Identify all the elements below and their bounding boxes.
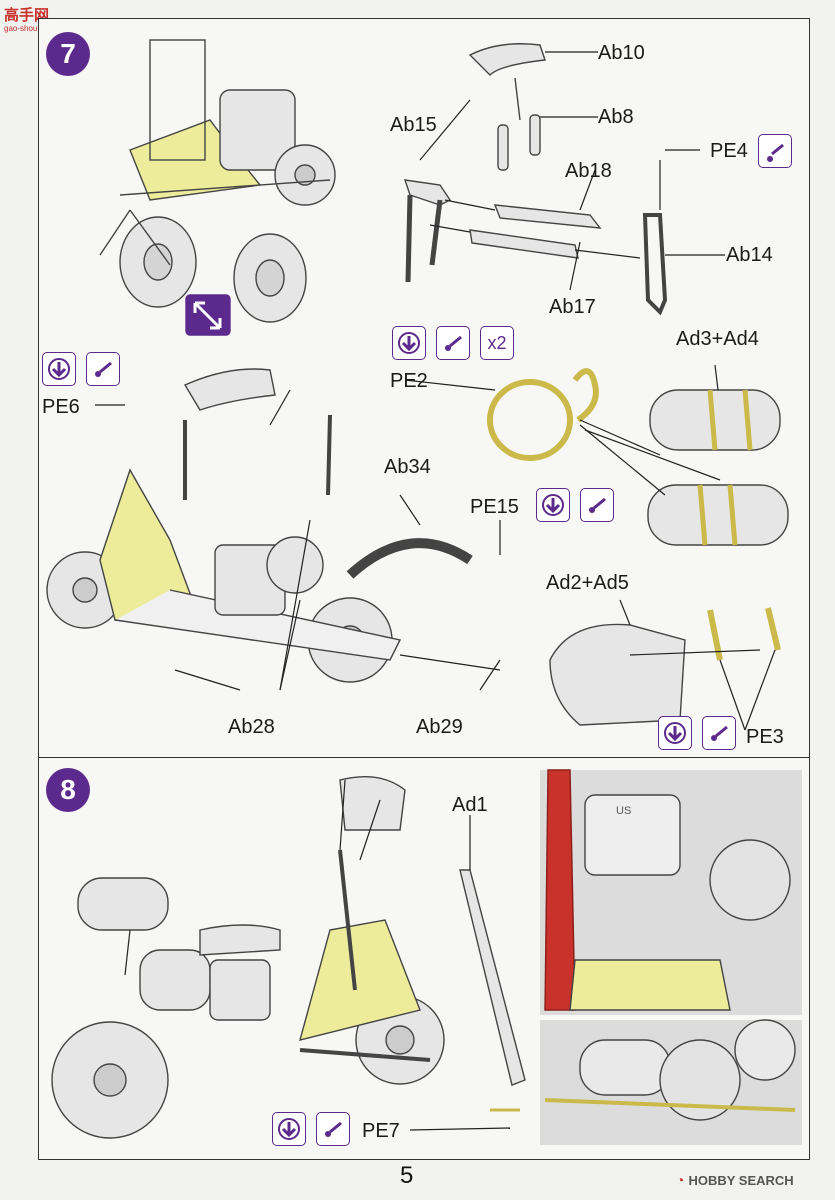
part-label-ab28: Ab28 [228, 716, 275, 738]
part-label-pe4: PE4 [710, 140, 748, 162]
part-label-ad3-ad4: Ad3+Ad4 [676, 328, 759, 350]
part-label-ab8: Ab8 [598, 106, 634, 128]
fold-down-icon [42, 352, 76, 386]
quantity-badge: x2 [480, 326, 514, 360]
straps-rolls-illustration [487, 368, 789, 546]
bag-illustration [549, 607, 781, 726]
part-label-ab29: Ab29 [416, 716, 463, 738]
bend-icon [702, 716, 736, 750]
hobby-search-text: HOBBY SEARCH [688, 1172, 794, 1188]
part-label-ad2-ad5: Ad2+Ad5 [546, 572, 629, 594]
part-label-ab15: Ab15 [390, 114, 437, 136]
part-label-ad1: Ad1 [452, 794, 488, 816]
fold-down-icon [272, 1112, 306, 1146]
part-label-pe15: PE15 [470, 496, 519, 518]
seat-subframe-parts-illustration [403, 43, 725, 316]
bend-icon [86, 352, 120, 386]
bend-icon [316, 1112, 350, 1146]
bend-icon [580, 488, 614, 522]
detail-photo-rifle-bag [540, 769, 802, 1015]
step-divider [38, 757, 810, 758]
page-number: 5 [400, 1162, 414, 1189]
bag-us-marking: US [616, 805, 632, 817]
part-label-ab18: Ab18 [565, 160, 612, 182]
bend-icon [436, 326, 470, 360]
fold-down-icon [536, 488, 570, 522]
scooter-frame-step7-illustration [119, 39, 336, 206]
part-label-ab14: Ab14 [726, 244, 773, 266]
fold-down-icon [658, 716, 692, 750]
scooter-main-step7-illustration [46, 368, 473, 683]
part-label-ab17: Ab17 [549, 296, 596, 318]
wheels-illustration [99, 209, 307, 323]
step-number-badge: 8 [46, 768, 90, 812]
hobby-search-mark-icon: ◔ [676, 1172, 685, 1188]
part-label-pe6: PE6 [42, 396, 80, 418]
part-label-pe2: PE2 [390, 370, 428, 392]
bend-icon [758, 134, 792, 168]
rifle-part-illustration [459, 869, 526, 1086]
part-label-pe7: PE7 [362, 1120, 400, 1142]
hobby-search-logo: ◔ HOBBY SEARCH [676, 1172, 794, 1188]
leader-lines [95, 99, 776, 1131]
step-number: 7 [60, 38, 76, 69]
scooter-assembled-step8-illustration [51, 775, 445, 1139]
step-number: 8 [60, 774, 76, 805]
step-number-badge: 7 [46, 32, 90, 76]
part-label-pe3: PE3 [746, 726, 784, 748]
detail-photo-rolls [540, 1019, 802, 1145]
watermark-logo: 高手网 [4, 7, 50, 24]
part-label-ab10: Ab10 [598, 42, 645, 64]
fold-down-icon [392, 326, 426, 360]
part-label-ab34: Ab34 [384, 456, 431, 478]
watermark-url: gao-shou.com [4, 24, 55, 33]
